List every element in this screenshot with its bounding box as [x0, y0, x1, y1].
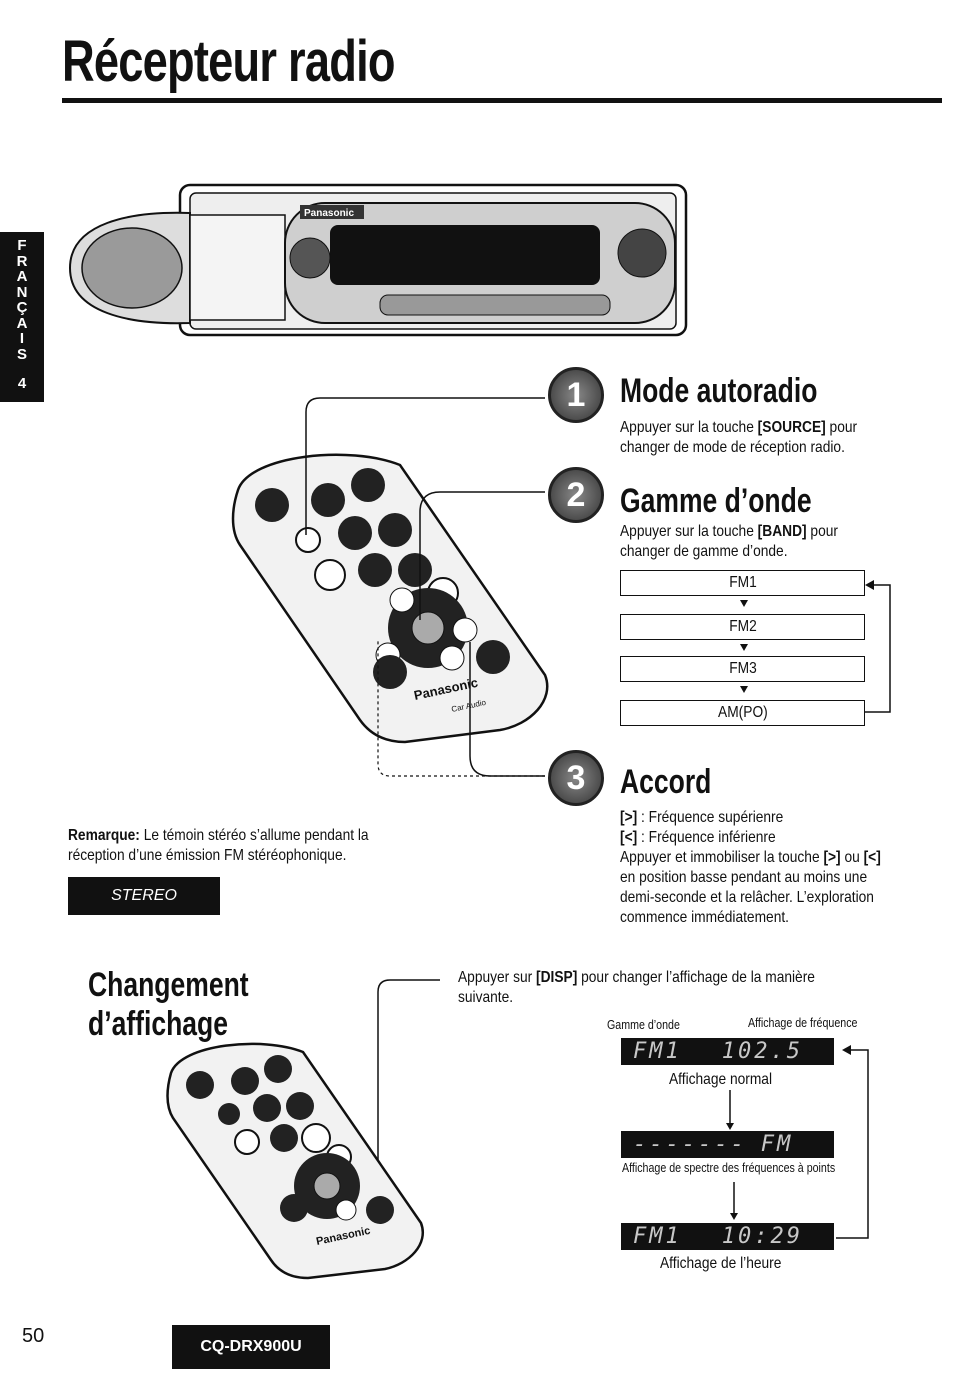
seek-text-1: Appuyer et immobiliser la touche — [620, 849, 824, 866]
mode-heading: Mode autoradio — [620, 372, 818, 410]
tuning-seek-text: Appuyer et immobiliser la touche [>] ou … — [620, 848, 895, 928]
remote-illustration-top: Panasonic Car Audio — [231, 453, 549, 744]
seek-text-3: en position basse pendant au moins une d… — [620, 869, 874, 926]
step-3-badge: 3 — [548, 750, 604, 806]
down-key-label: [<] — [620, 829, 638, 846]
language-tab-letter: S — [16, 345, 27, 363]
remark-text: Le témoin stéréo s’allume pendant la réc… — [68, 827, 369, 864]
lcd-spectrum-band: FM — [760, 1132, 794, 1157]
tuning-heading: Accord — [620, 763, 712, 801]
mode-text-after: pour changer de mode de réception radio. — [620, 419, 858, 456]
mode-text-before: Appuyer sur la touche — [620, 419, 758, 436]
language-tab-letter: R — [16, 252, 28, 270]
caption-normal: Affichage normal — [669, 1071, 773, 1088]
language-tab-letter: F — [17, 237, 27, 254]
step-2-badge: 2 — [548, 467, 604, 523]
step-1-badge: 1 — [548, 367, 604, 423]
title-rule — [62, 98, 942, 103]
language-tab-letter: I — [19, 330, 25, 347]
band-key-label: [BAND] — [757, 523, 807, 540]
display-heading-line2: d’affichage — [88, 1005, 228, 1043]
language-tab: F R A N Ç A I S 4 — [0, 232, 44, 402]
remark: Remarque: Le témoin stéréo s’allume pend… — [68, 826, 412, 866]
band-instructions: Appuyer sur la touche [BAND] pour change… — [620, 522, 878, 562]
arrow-down-icon — [740, 644, 748, 651]
lcd-spectrum: ------- FM — [621, 1131, 834, 1158]
band-heading: Gamme d’onde — [620, 482, 812, 520]
band-fm3: FM3 — [620, 656, 865, 682]
stereo-indicator: STEREO — [68, 877, 220, 915]
label-frequency: Affichage de fréquence — [748, 1015, 858, 1030]
band-am-label: AM(PO) — [717, 704, 768, 721]
caption-spectrum: Affichage de spectre des fréquences à po… — [622, 1160, 836, 1175]
remark-label: Remarque: — [68, 827, 140, 844]
arrow-down-icon — [740, 600, 748, 607]
lcd-clock: FM1 10:29 — [621, 1223, 834, 1250]
language-tab-letter: A — [16, 314, 28, 332]
disp-key-label: [DISP] — [536, 969, 578, 986]
band-loop-arrow — [865, 580, 891, 713]
remote-illustration-bottom: Panasonic — [166, 1042, 424, 1280]
up-key-label: [>] — [620, 809, 638, 826]
page-number: 50 — [22, 1325, 45, 1347]
lcd-normal-band: FM1 — [633, 1039, 682, 1064]
lcd-normal-frequency: 102.5 — [721, 1039, 803, 1064]
language-tab-letter: Ç — [16, 299, 28, 316]
language-tab-letter: A — [16, 268, 28, 285]
lcd-clock-band: FM1 — [633, 1224, 682, 1249]
lcd-clock-time: 10:29 — [721, 1224, 803, 1249]
display-instructions: Appuyer sur [DISP] pour changer l’affich… — [458, 968, 836, 1008]
mode-instructions: Appuyer sur la touche [SOURCE] pour chan… — [620, 418, 869, 458]
caption-clock: Affichage de l’heure — [660, 1255, 782, 1272]
label-band: Gamme d’onde — [607, 1017, 680, 1032]
lcd-normal: FM1 102.5 — [621, 1038, 834, 1065]
band-fm1: FM1 — [620, 570, 865, 596]
up-key-text: : Fréquence supérienre — [637, 809, 784, 826]
page-title: Récepteur radio — [62, 29, 396, 94]
tuning-down-line: [<] : Fréquence inférienre — [620, 828, 895, 848]
band-fm2: FM2 — [620, 614, 865, 640]
display-cycle-arrows — [726, 1045, 869, 1239]
band-am: AM(PO) — [620, 700, 865, 726]
language-tab-letter: N — [16, 283, 28, 301]
arrow-down-icon — [740, 686, 748, 693]
band-text-before: Appuyer sur la touche — [620, 523, 758, 540]
seek-key-2: [<] — [863, 849, 881, 866]
display-text-after: pour changer l’affichage de la manière s… — [458, 969, 815, 1006]
seek-key-1: [>] — [823, 849, 841, 866]
language-tab-chapter: 4 — [17, 375, 27, 392]
band-text-after: pour changer de gamme d’onde. — [620, 523, 838, 560]
model-badge: CQ-DRX900U — [172, 1325, 330, 1369]
head-unit-brand: Panasonic — [304, 208, 354, 219]
band-fm2-label: FM2 — [728, 618, 757, 635]
band-fm3-label: FM3 — [728, 660, 757, 677]
down-key-text: : Fréquence inférienre — [637, 829, 776, 846]
tuning-up-line: [>] : Fréquence supérienre — [620, 808, 895, 828]
lcd-spectrum-dots: ------- — [633, 1132, 747, 1157]
display-heading: Changement d’affichage — [88, 966, 294, 1044]
head-unit-illustration: Panasonic — [68, 183, 688, 337]
display-text-before: Appuyer sur — [458, 969, 537, 986]
tuning-instructions: [>] : Fréquence supérienre [<] : Fréquen… — [620, 808, 895, 928]
source-key-label: [SOURCE] — [757, 419, 826, 436]
band-fm1-label: FM1 — [728, 574, 757, 591]
display-heading-line1: Changement — [88, 966, 249, 1004]
seek-text-2: ou — [840, 849, 864, 866]
